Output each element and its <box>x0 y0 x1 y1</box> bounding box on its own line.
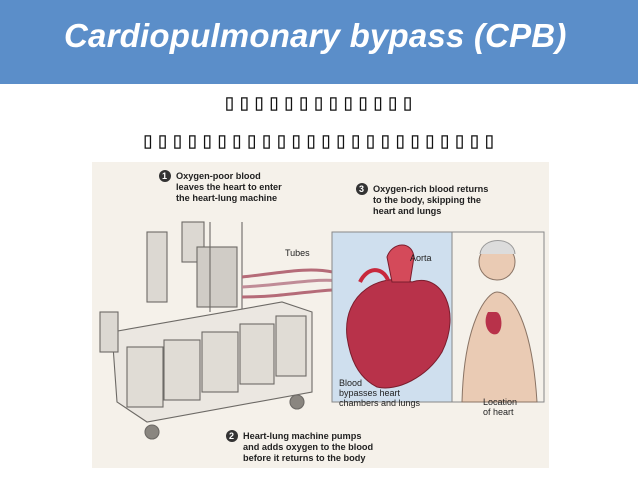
heart-lung-machine <box>99 221 313 440</box>
patient-figure <box>461 240 538 403</box>
tubes-label: Tubes <box>285 248 310 258</box>
location-label-line-2: of heart <box>483 407 514 417</box>
step-2-line-1: Heart-lung machine pumps <box>243 431 361 441</box>
cpb-diagram: 1 Oxygen-poor blood leaves the heart to … <box>99 170 545 463</box>
step-2-line-2: and adds oxygen to the blood <box>243 442 373 452</box>
garbled-text-line-1: ▯▯▯▯▯▯▯▯▯▯▯▯▯ <box>222 90 416 116</box>
title-banner: Cardiopulmonary bypass (CPB) <box>0 0 638 84</box>
step-2-line-3: before it returns to the body <box>243 453 366 463</box>
step-3-callout: 3 Oxygen-rich blood returns to the body,… <box>356 183 488 216</box>
blood-label-line-3: chambers and lungs <box>339 398 421 408</box>
blood-label-line-1: Blood <box>339 378 362 388</box>
step-3-line-2: to the body, skipping the <box>373 195 481 205</box>
step-3-line-1: Oxygen-rich blood returns <box>373 184 488 194</box>
blood-label-line-2: bypasses heart <box>339 388 401 398</box>
step-2-number: 2 <box>229 431 234 441</box>
step-1-line-3: the heart-lung machine <box>176 193 277 203</box>
step-3-line-3: heart and lungs <box>373 206 441 216</box>
cpb-illustration: 1 Oxygen-poor blood leaves the heart to … <box>92 162 549 468</box>
slide-title: Cardiopulmonary bypass (CPB) <box>64 17 567 54</box>
location-label-line-1: Location <box>483 397 517 407</box>
step-1-line-1: Oxygen-poor blood <box>176 171 261 181</box>
aorta-label: Aorta <box>410 253 432 263</box>
step-3-number: 3 <box>359 184 364 194</box>
step-1-line-2: leaves the heart to enter <box>176 182 282 192</box>
step-1-callout: 1 Oxygen-poor blood leaves the heart to … <box>159 170 282 203</box>
step-1-number: 1 <box>162 171 167 181</box>
garbled-text-line-2: ▯▯▯▯▯▯▯▯▯▯▯▯▯▯▯▯▯▯▯▯▯▯▯▯ <box>140 128 498 154</box>
step-2-callout: 2 Heart-lung machine pumps and adds oxyg… <box>226 430 373 463</box>
heart <box>346 244 451 389</box>
